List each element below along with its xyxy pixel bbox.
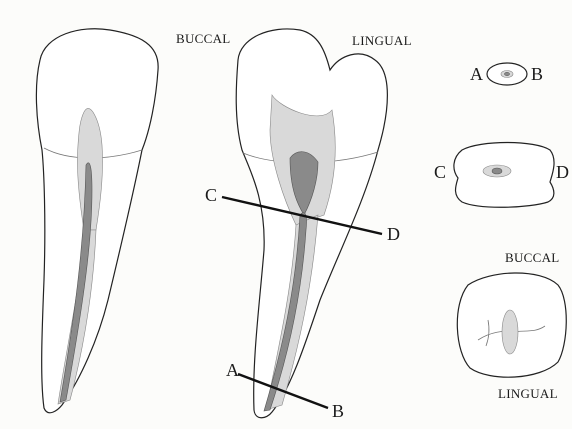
label-a-cut: A — [226, 360, 239, 380]
label-a-right: A — [470, 64, 483, 84]
cross-section-ab — [487, 63, 527, 85]
label-c-right: C — [434, 162, 446, 182]
label-b-cut: B — [332, 401, 344, 421]
label-buccal-right: BUCCAL — [505, 250, 560, 265]
cross-section-cd — [454, 143, 554, 208]
middle-tooth — [222, 29, 387, 418]
section-crown-pulp — [502, 310, 518, 354]
label-d-right: D — [556, 162, 569, 182]
label-c-cut: C — [205, 185, 217, 205]
cross-section-crown — [457, 273, 566, 377]
label-lingual-top: LINGUAL — [352, 33, 412, 48]
label-d-cut: D — [387, 224, 400, 244]
section-ab-canal — [505, 72, 510, 75]
label-lingual-right: LINGUAL — [498, 386, 558, 401]
section-cd-canal — [492, 168, 502, 174]
left-tooth — [36, 29, 158, 413]
label-buccal-top: BUCCAL — [176, 31, 231, 46]
label-b-right: B — [531, 64, 543, 84]
